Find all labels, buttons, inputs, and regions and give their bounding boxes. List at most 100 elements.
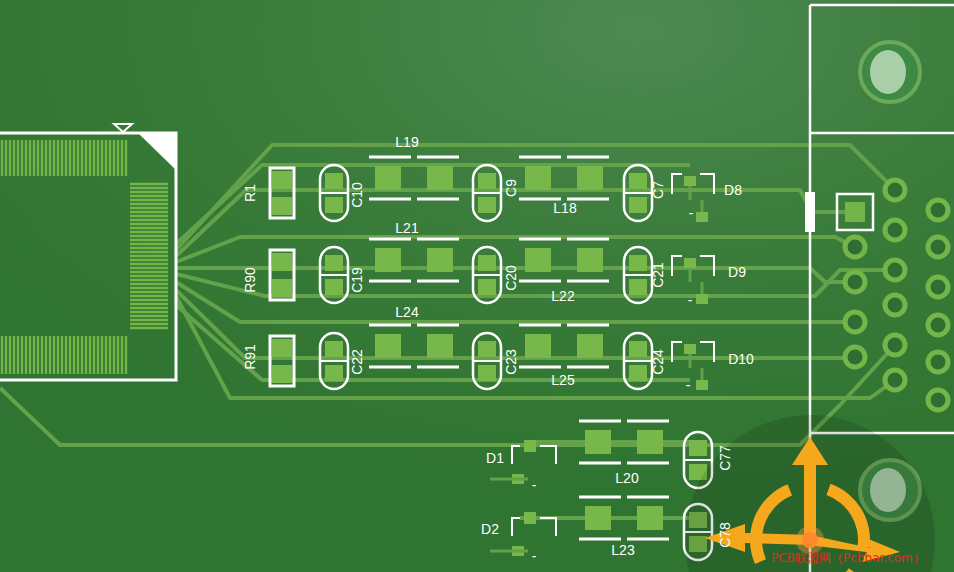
ic-pin (130, 251, 168, 253)
ic-pin (1, 336, 3, 374)
copper-trace (530, 440, 700, 444)
ic-footprint (0, 124, 176, 380)
reference-designator: C19 (350, 267, 364, 293)
mounting-hole (860, 42, 920, 102)
ic-pin (29, 140, 31, 176)
ic-pin (25, 140, 27, 176)
ic-pin (130, 215, 168, 217)
ic-pin (130, 263, 168, 265)
reference-designator: L18 (553, 201, 576, 215)
inductor-footprint (369, 325, 459, 367)
ic-pin (105, 336, 107, 374)
reference-designator: - (532, 549, 537, 563)
ic-pin (49, 140, 51, 176)
copper-trace (176, 145, 895, 250)
ic-outline (0, 133, 176, 380)
reference-designator: L19 (395, 135, 418, 149)
capacitor-footprint (320, 247, 348, 303)
ic-pin (13, 336, 15, 374)
reference-designator: D10 (728, 352, 754, 366)
ic-pin (130, 327, 168, 329)
capacitor-footprint (624, 247, 652, 303)
ic-pin (93, 140, 95, 176)
ic-pin (125, 140, 127, 176)
copper-trace (176, 165, 690, 244)
capacitor-footprint (624, 165, 652, 221)
capacitor-footprint (473, 165, 501, 221)
connector-pin (928, 390, 948, 410)
ic-pin (37, 336, 39, 374)
ic-pin (130, 271, 168, 273)
mounting-hole-drill (870, 50, 906, 94)
ic-pin (113, 336, 115, 374)
ic-pin (33, 140, 35, 176)
navigation-widget (685, 415, 935, 572)
reference-designator: L23 (611, 543, 634, 557)
ic-pin (77, 336, 79, 374)
ic-pin (85, 336, 87, 374)
reference-designator: C24 (651, 349, 665, 375)
ic-pin (73, 336, 75, 374)
copper-trace (176, 190, 855, 256)
connector-pin (885, 370, 905, 390)
ic-pin (130, 199, 168, 201)
reference-designator: L20 (615, 471, 638, 485)
ic-pin (69, 336, 71, 374)
reference-designator: D8 (724, 183, 742, 197)
pin1-marker (138, 133, 176, 170)
ic-pin (130, 223, 168, 225)
ic-pin (9, 140, 11, 176)
ic-pin (117, 336, 119, 374)
inductor-footprint (369, 157, 459, 199)
ic-pin (89, 140, 91, 176)
ic-pin (130, 299, 168, 301)
reference-designator: C7 (651, 181, 665, 199)
inductor-footprint (579, 497, 669, 539)
resistor-footprint (270, 336, 294, 386)
diode-footprint (672, 256, 714, 304)
ic-pin (61, 140, 63, 176)
ic-pin (45, 336, 47, 374)
ic-pin (130, 187, 168, 189)
capacitor-footprint (320, 333, 348, 389)
ic-pin (53, 336, 55, 374)
ic-pin (45, 140, 47, 176)
inductor-footprint (369, 239, 459, 281)
reference-designator: C20 (504, 265, 518, 291)
ic-pin (125, 336, 127, 374)
ic-pin (130, 323, 168, 325)
ic-pin (130, 183, 168, 185)
ic-pin (130, 227, 168, 229)
diode-footprint (672, 174, 714, 222)
ic-pin (101, 140, 103, 176)
ic-pin (89, 336, 91, 374)
ic-pin (49, 336, 51, 374)
ic-pin (65, 140, 67, 176)
orientation-mark (114, 124, 132, 132)
ic-pin (81, 140, 83, 176)
ic-pin (85, 140, 87, 176)
capacitor-footprint (473, 247, 501, 303)
reference-designator: C9 (504, 179, 518, 197)
inductor-footprint (519, 325, 609, 367)
ic-pin (130, 203, 168, 205)
ic-pin (21, 140, 23, 176)
ic-pin (1, 140, 3, 176)
ic-pin (9, 336, 11, 374)
ic-pin (130, 247, 168, 249)
diode-footprint (490, 512, 556, 556)
ic-pin (130, 283, 168, 285)
ic-pin (130, 231, 168, 233)
ic-pin (121, 336, 123, 374)
ic-pin (130, 295, 168, 297)
ic-pin (130, 255, 168, 257)
reference-designator: R91 (243, 344, 257, 370)
capacitor-footprint (320, 165, 348, 221)
ic-pin (130, 259, 168, 261)
ic-pin (25, 336, 27, 374)
pin1-pad (845, 202, 865, 222)
reference-designator: C23 (504, 349, 518, 375)
